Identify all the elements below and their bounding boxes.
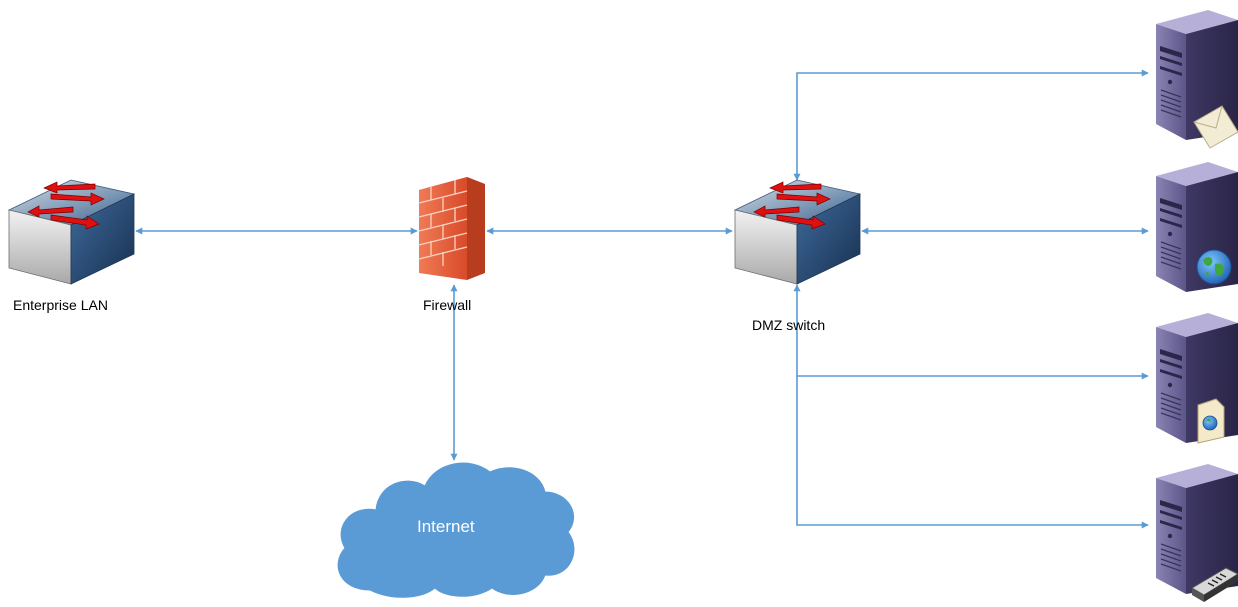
link-dmz-file-server: [793, 284, 1149, 380]
connectors: [135, 69, 1149, 529]
globe-icon: [1196, 249, 1232, 285]
internet-cloud-icon[interactable]: [337, 462, 575, 598]
file-server-icon[interactable]: [1156, 313, 1238, 444]
dmz-switch-label: DMZ switch: [752, 317, 826, 333]
link-dmz-mail-server: [793, 69, 1149, 181]
envelope-icon: [1193, 105, 1238, 149]
internet-label: Internet: [417, 517, 475, 536]
firewall-icon[interactable]: [418, 177, 485, 280]
disk-drive-icon: [1191, 567, 1238, 602]
enterprise-lan-switch-icon[interactable]: [7, 179, 136, 285]
web-document-icon: [1197, 398, 1225, 444]
mail-server-icon[interactable]: [1156, 10, 1238, 149]
link-dmz-storage-server: [796, 376, 1149, 529]
firewall-label: Firewall: [423, 297, 472, 313]
dmz-switch-icon[interactable]: [733, 179, 862, 285]
enterprise-lan-label: Enterprise LAN: [13, 297, 108, 313]
storage-server-icon[interactable]: [1156, 464, 1238, 602]
web-server-icon[interactable]: [1156, 162, 1238, 292]
